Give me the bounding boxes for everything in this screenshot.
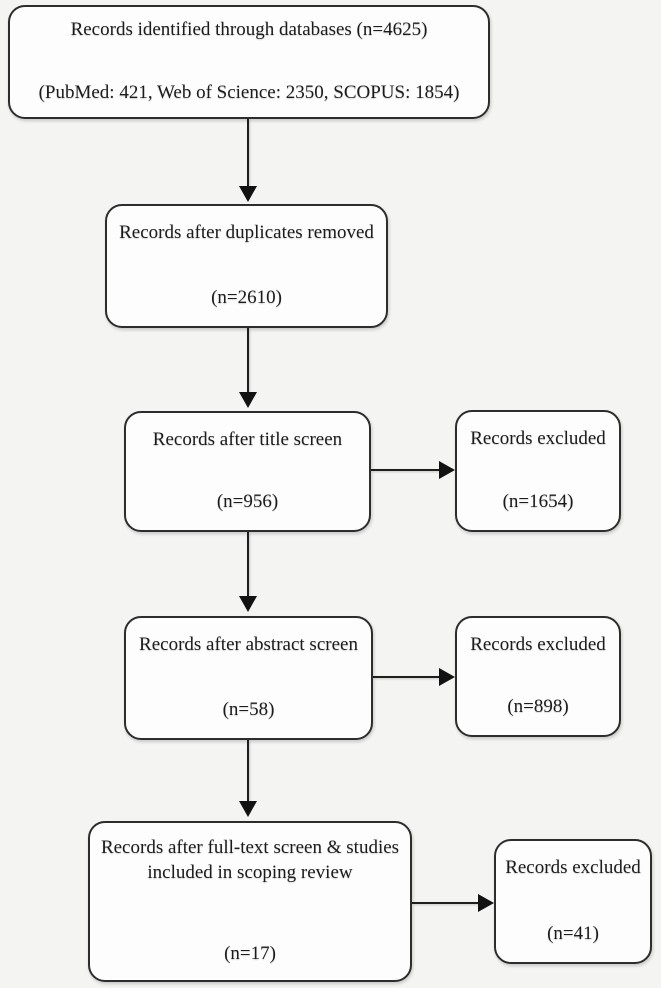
arrow-fulltext-to-excluded-line [412,902,480,904]
arrow-identified-to-duplicates-line [247,119,249,189]
fulltext-screen-label-line1: Records after full-text screen & studies [100,837,400,858]
box-records-identified: Records identified through databases (n=… [8,5,490,119]
abstract-excluded-label: Records excluded [470,634,606,655]
box-title-screen: Records after title screen (n=956) [124,411,371,532]
arrow-abstract-to-fulltext-line [247,740,249,803]
fulltext-screen-label-line2: included in scoping review [147,861,353,883]
arrow-duplicates-to-title-head [239,392,257,408]
title-screen-count: (n=956) [216,491,279,513]
abstract-screen-label: Records after abstract screen [139,634,358,655]
abstract-excluded-count: (n=898) [507,696,569,718]
duplicates-removed-label: Records after duplicates removed [119,222,374,243]
arrow-title-to-abstract-line [247,532,249,598]
box-abstract-excluded: Records excluded (n=898) [455,616,621,737]
fulltext-screen-label: Records after full-text screen & studies… [101,836,399,885]
fulltext-screen-count: (n=17) [224,943,276,965]
duplicates-removed-count: (n=2610) [211,287,282,309]
arrow-duplicates-to-title-line [247,328,249,394]
records-identified-sources: (PubMed: 421, Web of Science: 2350, SCOP… [38,82,460,104]
arrow-abstract-to-excluded-line [373,676,441,678]
box-abstract-screen: Records after abstract screen (n=58) [124,616,373,740]
arrow-title-to-excluded-head [439,461,455,479]
arrow-title-to-abstract-head [239,596,257,612]
arrow-abstract-to-fulltext-head [239,801,257,817]
fulltext-excluded-label: Records excluded [505,857,641,878]
arrow-abstract-to-excluded-head [439,668,455,686]
box-fulltext-screen: Records after full-text screen & studies… [88,821,412,982]
abstract-screen-count: (n=58) [222,699,275,721]
arrow-fulltext-to-excluded-head [478,894,494,912]
box-fulltext-excluded: Records excluded (n=41) [494,839,652,964]
title-screen-label: Records after title screen [152,429,343,450]
box-duplicates-removed: Records after duplicates removed (n=2610… [105,204,388,328]
arrow-identified-to-duplicates-head [239,186,257,202]
title-excluded-count: (n=1654) [502,491,574,513]
records-identified-label: Records identified through databases (n=… [70,19,428,40]
fulltext-excluded-count: (n=41) [547,923,599,945]
box-title-excluded: Records excluded (n=1654) [455,410,621,532]
title-excluded-label: Records excluded [470,428,606,449]
arrow-title-to-excluded-line [371,469,441,471]
